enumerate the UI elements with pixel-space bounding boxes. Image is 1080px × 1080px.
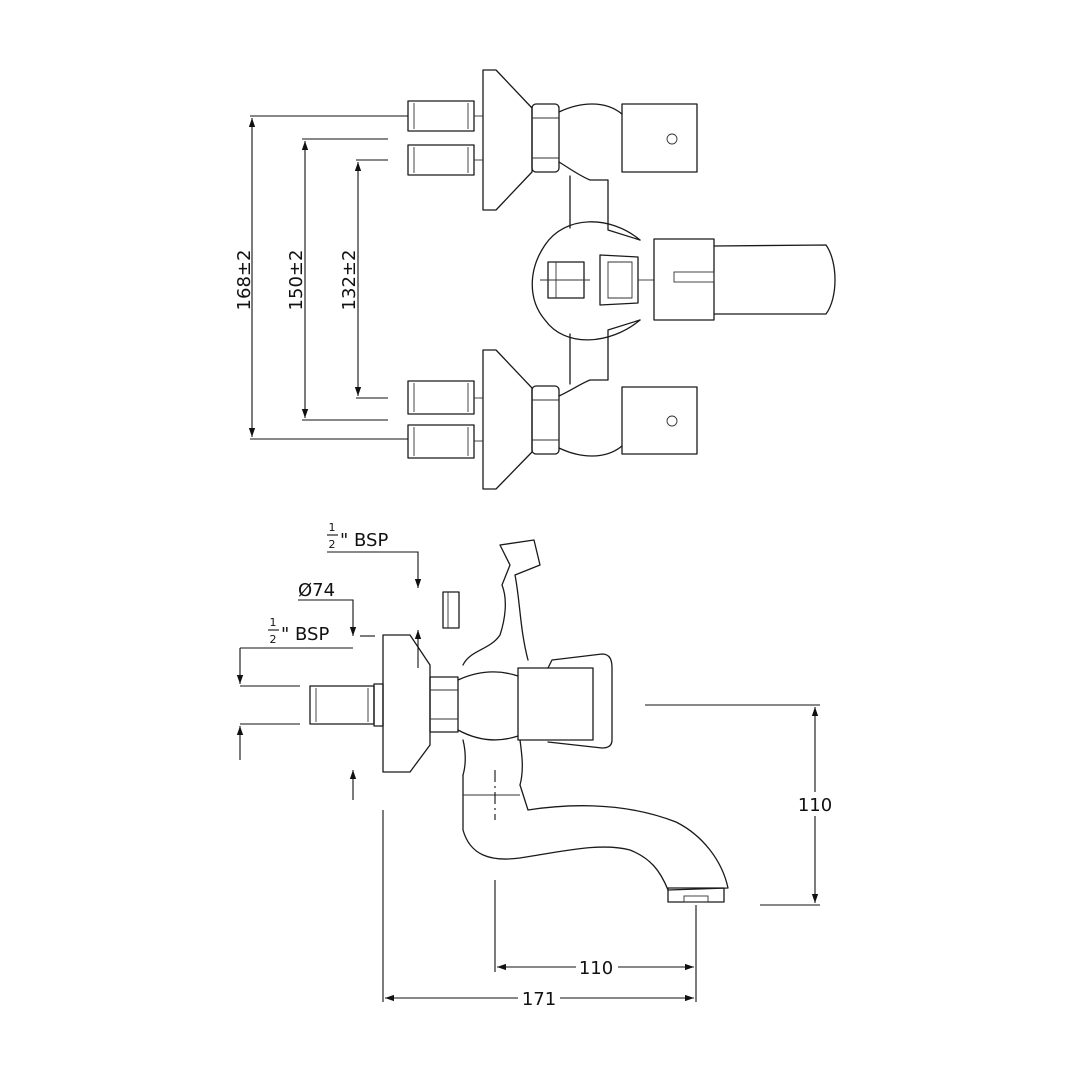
dim-132-label: 132±2 bbox=[339, 250, 360, 311]
thread-label-upper: 1 2 " BSP bbox=[327, 521, 422, 588]
dim-150: 150±2 bbox=[286, 138, 388, 421]
dim-168-label: 168±2 bbox=[234, 250, 255, 311]
top-hex-nuts bbox=[531, 103, 560, 455]
thread-label-lower: 1 2 " BSP bbox=[236, 616, 353, 760]
svg-text:2: 2 bbox=[270, 633, 277, 646]
svg-text:1: 1 bbox=[270, 616, 277, 629]
side-flange bbox=[382, 634, 431, 773]
side-inlet-pipe bbox=[309, 683, 384, 727]
lower-pipes bbox=[407, 380, 483, 459]
top-caps bbox=[621, 103, 698, 455]
dim-132: 132±2 bbox=[339, 159, 388, 399]
svg-text:" BSP: " BSP bbox=[340, 530, 388, 551]
svg-text:2: 2 bbox=[329, 538, 336, 551]
dim-150-label: 150±2 bbox=[286, 250, 307, 311]
upper-flange bbox=[482, 69, 533, 211]
svg-text:1: 1 bbox=[329, 521, 336, 534]
lower-flange bbox=[482, 349, 533, 490]
side-body bbox=[457, 653, 613, 786]
side-lever bbox=[442, 539, 541, 666]
side-spout bbox=[462, 770, 729, 903]
side-hex-nut bbox=[429, 676, 459, 733]
dim-110-horizontal: 110 bbox=[494, 880, 697, 1002]
svg-text:" BSP: " BSP bbox=[281, 624, 329, 645]
top-body bbox=[531, 103, 654, 457]
top-lever bbox=[653, 238, 836, 321]
dim-110-vertical-label: 110 bbox=[798, 795, 832, 816]
dim-110-horizontal-label: 110 bbox=[579, 958, 613, 979]
upper-pipes bbox=[407, 100, 483, 176]
top-view: 168±2 150±2 132±2 bbox=[234, 69, 836, 490]
dim-171: 171 bbox=[382, 810, 694, 1010]
side-view: 1 2 " BSP Ø74 1 2 " BSP bbox=[236, 521, 838, 1010]
svg-text:Ø74: Ø74 bbox=[298, 580, 335, 601]
dim-168: 168±2 bbox=[234, 115, 408, 440]
flange-diameter-label: Ø74 bbox=[298, 580, 422, 800]
dim-171-label: 171 bbox=[522, 989, 556, 1010]
dim-110-vertical: 110 bbox=[645, 704, 838, 906]
